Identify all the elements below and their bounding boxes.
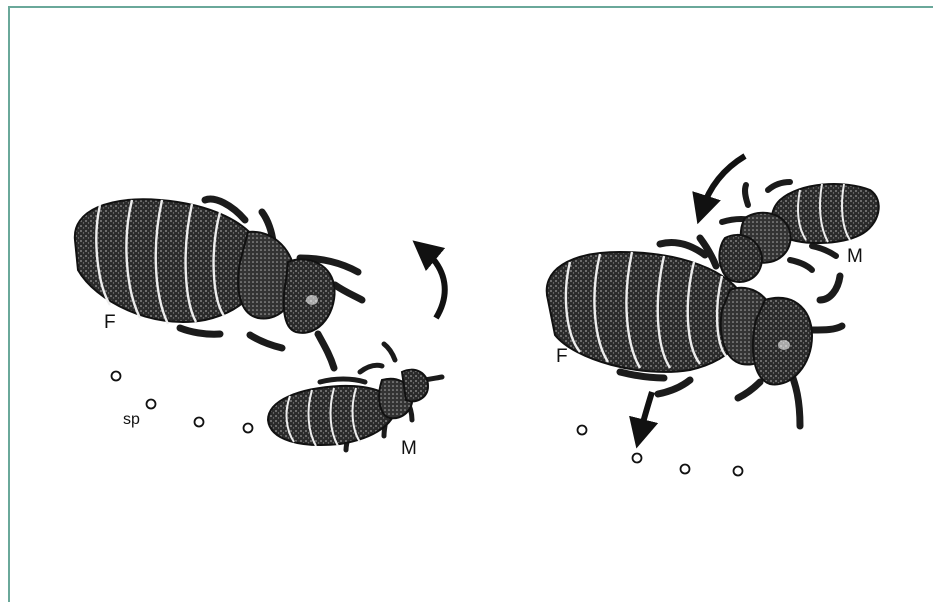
left-female-label: F	[104, 312, 116, 333]
left-female-louse	[75, 199, 362, 368]
right-female-label: F	[556, 346, 568, 367]
left-male-louse	[268, 344, 442, 450]
right-female-louse	[547, 238, 842, 426]
right-male-label: M	[847, 246, 863, 267]
sperm-label: sp	[123, 411, 140, 428]
left-rotation-arrow	[424, 250, 445, 318]
left-male-label: M	[401, 438, 417, 459]
right-entry-arrow	[702, 156, 745, 210]
right-exit-arrow	[640, 392, 652, 434]
right-sperm-dots	[578, 426, 743, 476]
